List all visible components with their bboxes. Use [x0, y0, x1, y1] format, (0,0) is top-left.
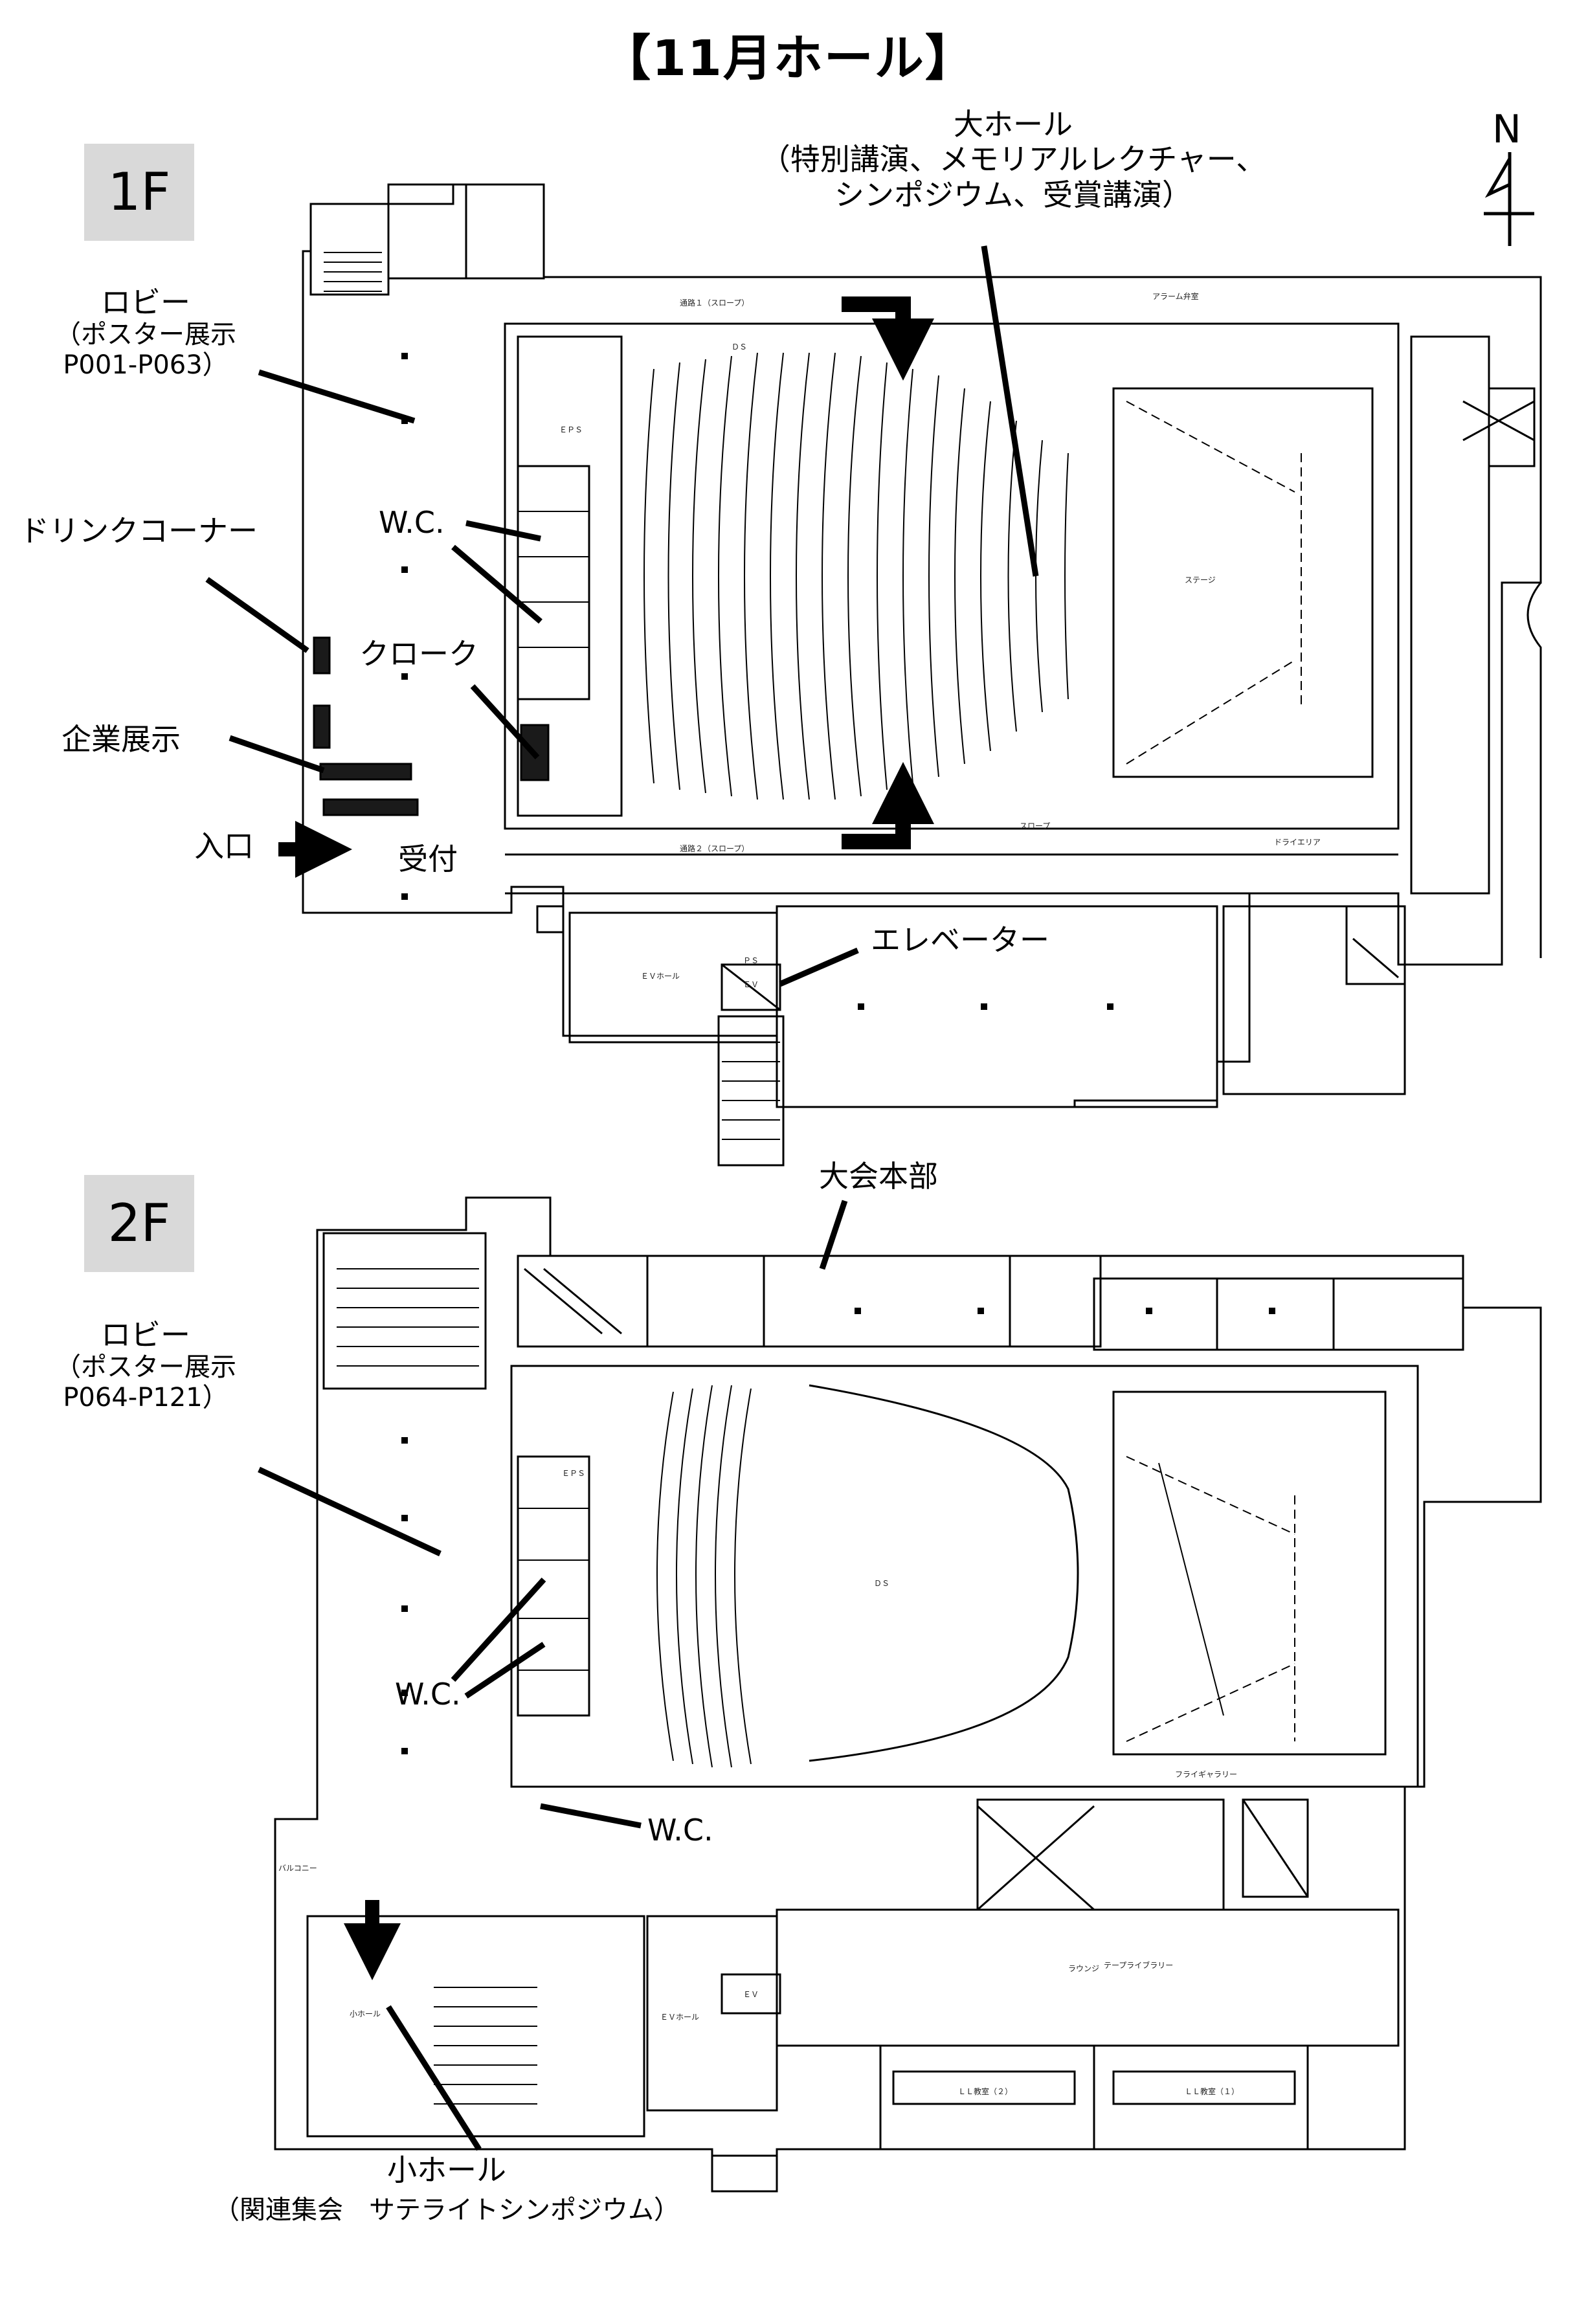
drink-corner-label: ドリンクコーナー [19, 513, 258, 548]
reception-label: 受付 [398, 842, 458, 877]
main-hall-label: 大ホール （特別講演、メモリアルレクチャー、 シンポジウム、受賞講演） [744, 107, 1282, 212]
plan-2f-fly-gallery-text: フライギャラリー [1175, 1770, 1237, 1779]
wc-2f-label-b: W.C. [647, 1813, 713, 1848]
main-hall-sub1: （特別講演、メモリアルレクチャー、 [760, 142, 1266, 177]
plan-1f-eps-text: ＥＰＳ [559, 425, 583, 434]
exhibit-booth-2 [322, 798, 419, 816]
lobby-1f-sub1: （ポスター展示 [55, 320, 236, 350]
plan-1f-passage2-text: 通路２（スロープ） [680, 844, 749, 853]
plan-1f-leaders [205, 245, 1039, 987]
plan-2f-leaders [258, 1200, 848, 2151]
drink-corner-marker-2 [313, 704, 331, 749]
plan-1f-stage-text: ステージ [1185, 575, 1216, 585]
small-hall-label: 小ホール （関連集会 サテライトシンポジウム） [162, 2152, 732, 2226]
plan-1f-elevator-shaft [721, 963, 781, 1011]
plan-1f-dry-area-text: ドライエリア [1274, 838, 1321, 847]
plan-2f-stage [1112, 1391, 1387, 1756]
plan-2f [274, 1196, 1542, 2193]
plan-1f-wc-block [517, 465, 590, 700]
plan-2f-balcony-seating [656, 1385, 752, 1768]
plan-2f-balcony-text: バルコニー [278, 1864, 317, 1873]
lobby-2f-sub2: P064-P121） [63, 1383, 229, 1413]
plan-1f-ev-hall-text: ＥＶホール [641, 972, 680, 981]
elevator-label: エレベーター [871, 922, 1049, 957]
plan-1f-hall-block [504, 322, 1400, 830]
hq-label: 大会本部 [819, 1159, 938, 1194]
compass-rose [1484, 152, 1534, 246]
exhibit-label: 企業展示 [62, 722, 181, 757]
plan-1f-ev-text: ＥＶ [743, 980, 759, 989]
drink-corner-marker [313, 636, 331, 675]
floor-badge-2f: 2F [84, 1175, 194, 1272]
plan-1f-seating [643, 352, 1069, 800]
plan-2f-wc-block [517, 1455, 590, 1717]
plan-1f-ps-text: ＰＳ [743, 956, 759, 965]
plan-2f-ll1-text: ＬＬ教室（１） [1185, 2086, 1239, 2096]
small-hall-title: 小ホール [387, 2152, 506, 2187]
plan-2f-tape-library-text: テープライブラリー [1104, 1960, 1173, 1970]
lobby-2f-title: ロビー [101, 1317, 190, 1352]
plan-1f-stair-tower [717, 1015, 785, 1167]
lobby-1f-title: ロビー [101, 285, 190, 320]
plan-1f-slope-text: スロープ [1020, 821, 1050, 831]
lobby-1f-sub2: P001-P063） [63, 350, 229, 381]
lobby-1f-label: ロビー （ポスター展示 P001-P063） [39, 285, 252, 381]
entrance-label: 入口 [194, 829, 254, 864]
plan-1f [302, 183, 1542, 1167]
plan-1f-markers [278, 296, 934, 878]
hall-arrow-bottom [842, 762, 934, 849]
plan-2f-small-hall [306, 1915, 645, 2138]
plan-2f-lounge-text: ラウンジ [1068, 1964, 1099, 1973]
plan-2f-hq-room [517, 1255, 1102, 1348]
plan-2f-outline [274, 1196, 1542, 2193]
plan-1f-passage1-text: 通路１（スロープ） [680, 298, 749, 307]
plan-2f-elevator-shaft [721, 1973, 781, 2015]
plan-2f-hall-block [510, 1365, 1419, 1788]
page-title: 【11月ホール】 [601, 29, 976, 87]
plan-2f-seats-text: ＤＳ [874, 1579, 889, 1588]
main-hall-sub2: シンポジウム、受賞講演） [834, 177, 1192, 212]
small-hall-sub: （関連集会 サテライトシンポジウム） [214, 2195, 680, 2226]
hall-arrow-top [842, 296, 934, 381]
wc-2f-label-a: W.C. [395, 1677, 461, 1712]
wc-1f-label: W.C. [379, 505, 445, 540]
lobby-2f-label: ロビー （ポスター展示 P064-P121） [39, 1317, 252, 1414]
plan-2f-stair-tower [322, 1232, 487, 1390]
main-hall-title: 大ホール [954, 107, 1073, 142]
plan-2f-ev-text: ＥＶ [743, 1990, 759, 1999]
exhibit-booth-1 [319, 763, 412, 781]
plan-2f-ev-hall-text: ＥＶホール [660, 2013, 699, 2022]
cloak-label: クローク [359, 636, 478, 671]
lobby-2f-sub1: （ポスター展示 [55, 1352, 236, 1383]
plan-1f-stage [1112, 387, 1374, 778]
floor-badge-1f: 1F [84, 144, 194, 241]
plan-1f-alarm-text: アラーム弁室 [1152, 291, 1199, 301]
plan-2f-lounge [776, 1908, 1400, 2047]
compass-label: N [1492, 107, 1521, 152]
plan-1f-ds-text: ＤＳ [732, 342, 747, 352]
plan-2f-ll2-text: ＬＬ教室（２） [958, 2086, 1012, 2096]
plan-2f-eps-text: ＥＰＳ [562, 1469, 585, 1478]
plan-2f-small-hall-text: 小ホール [350, 2009, 381, 2018]
